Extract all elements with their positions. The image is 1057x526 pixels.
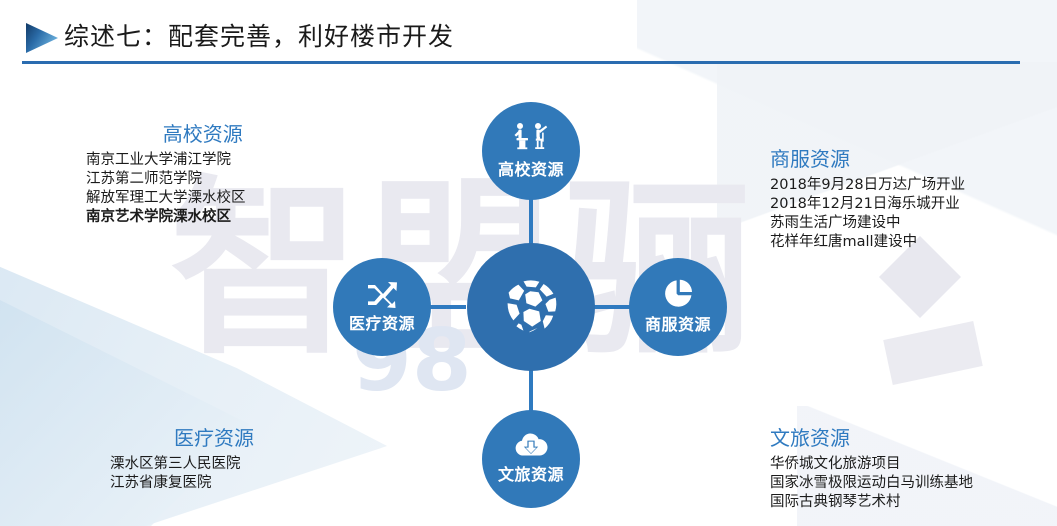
decor-tilted-rectangle [883, 320, 983, 386]
text-block-biz-line: 花样年红唐mall建设中 [770, 234, 918, 250]
text-block-med-line: 溧水区第三人民医院 [110, 456, 241, 472]
slide-header: 综述七：配套完善，利好楼市开发 [0, 0, 1057, 70]
pie-chart-icon [663, 279, 693, 309]
diagram-node-edu-label: 高校资源 [497, 160, 564, 179]
text-block-biz-line: 2018年9月28日万达广场开业 [770, 177, 966, 193]
text-block-tour-line: 国家冰雪极限运动白马训练基地 [770, 475, 973, 491]
text-block-tour-line: 国际古典钢琴艺术村 [770, 494, 901, 510]
title-underline [22, 61, 1020, 64]
text-block-biz-line: 苏雨生活广场建设中 [770, 215, 901, 231]
text-block-tour-heading: 文旅资源 [770, 426, 850, 450]
text-block-med: 医疗资源 溧水区第三人民医院 江苏省康复医院 [110, 422, 254, 493]
cloud-download-icon [513, 433, 549, 459]
text-block-med-heading: 医疗资源 [174, 426, 254, 450]
text-block-edu-line: 南京艺术学院溧水校区 [86, 209, 231, 225]
text-block-edu: 高校资源 南京工业大学浦江学院 江苏第二师范学院 解放军理工大学溧水校区 南京艺… [86, 118, 246, 227]
classroom-teaching-icon [511, 122, 551, 154]
shuffle-arrows-icon [365, 280, 399, 308]
page-title: 综述七：配套完善，利好楼市开发 [64, 22, 455, 51]
globe-network-icon [498, 273, 564, 339]
diagram-node-tour-label: 文旅资源 [497, 465, 564, 484]
text-block-biz: 商服资源 2018年9月28日万达广场开业 2018年12月21日海乐城开业 苏… [770, 143, 965, 252]
diagram-node-biz[interactable]: 商服资源 [629, 258, 727, 356]
text-block-edu-line: 江苏第二师范学院 [86, 171, 202, 187]
diagram-node-center[interactable] [467, 243, 595, 371]
diagram-node-med[interactable]: 医疗资源 [333, 258, 431, 356]
text-block-edu-line: 解放军理工大学溧水校区 [86, 190, 246, 206]
diagram-node-biz-label: 商服资源 [644, 315, 711, 334]
text-block-edu-line: 南京工业大学浦江学院 [86, 152, 231, 168]
text-block-edu-heading: 高校资源 [162, 122, 243, 146]
diagram-node-tour[interactable]: 文旅资源 [482, 410, 580, 508]
text-block-tour-line: 华侨城文化旅游项目 [770, 456, 901, 472]
diagram-node-med-label: 医疗资源 [348, 314, 415, 333]
diagram-node-edu[interactable]: 高校资源 [482, 102, 580, 200]
text-block-med-line: 江苏省康复医院 [110, 475, 212, 491]
text-block-biz-heading: 商服资源 [770, 147, 850, 171]
text-block-tour: 文旅资源 华侨城文化旅游项目 国家冰雪极限运动白马训练基地 国际古典钢琴艺术村 [770, 422, 973, 512]
text-block-biz-line: 2018年12月21日海乐城开业 [770, 196, 960, 212]
